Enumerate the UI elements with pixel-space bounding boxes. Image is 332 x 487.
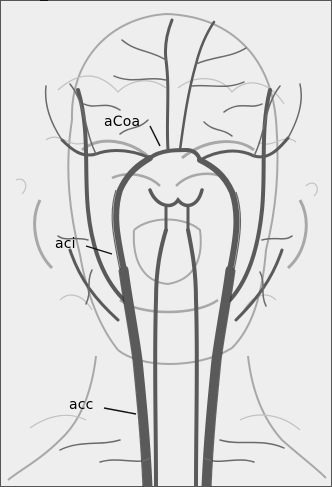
label-acoa: aCoa (104, 114, 140, 130)
label-aci: aci (55, 236, 76, 252)
label-acc: acc (69, 397, 94, 413)
